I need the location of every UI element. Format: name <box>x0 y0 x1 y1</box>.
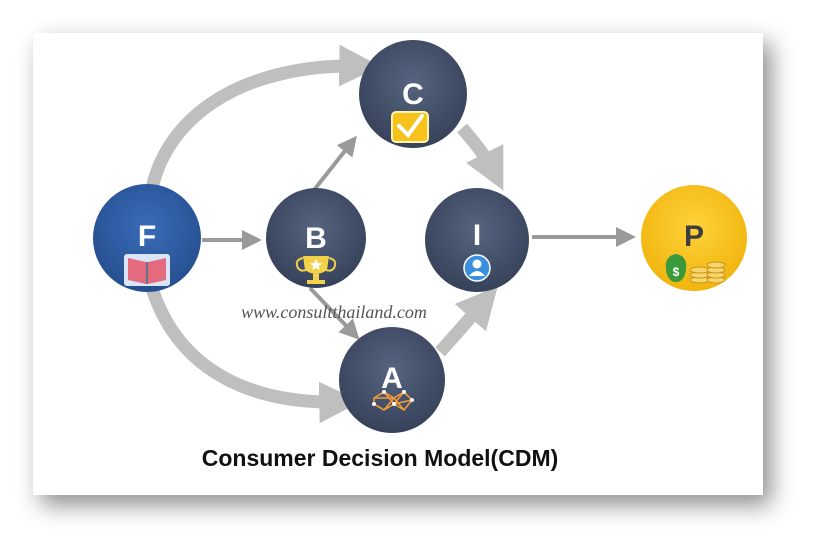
node-p: P $ <box>641 185 747 291</box>
node-i-label: I <box>473 219 481 252</box>
network-icon <box>372 390 414 412</box>
node-b-label: B <box>305 222 327 255</box>
svg-text:$: $ <box>673 265 680 279</box>
arrow-f-to-c <box>145 44 381 190</box>
node-f-label: F <box>138 220 156 253</box>
arrow-b-to-c <box>312 135 357 192</box>
node-b: B <box>266 188 366 288</box>
checkmark-icon <box>391 111 429 143</box>
arrow-a-to-i <box>435 286 498 357</box>
arrow-b-to-a <box>308 286 360 340</box>
book-icon <box>124 254 170 286</box>
node-a: A <box>339 327 445 433</box>
user-icon <box>463 254 491 282</box>
node-c-label: C <box>402 78 424 111</box>
node-p-label: P <box>684 220 704 253</box>
arrow-f-to-a <box>145 286 361 424</box>
watermark-text: www.consultthailand.com <box>241 302 427 322</box>
node-f: F <box>93 184 201 292</box>
node-a-label: A <box>381 362 403 395</box>
arrow-c-to-i <box>457 123 504 191</box>
diagram-title: Consumer Decision Model(CDM) <box>202 445 559 471</box>
cdm-diagram: C F B I <box>93 40 747 471</box>
trophy-icon <box>295 256 337 284</box>
node-i: I <box>425 188 529 292</box>
node-c: C <box>359 40 467 148</box>
diagram-card: C F B I <box>33 33 763 495</box>
money-icon: $ <box>665 254 726 284</box>
